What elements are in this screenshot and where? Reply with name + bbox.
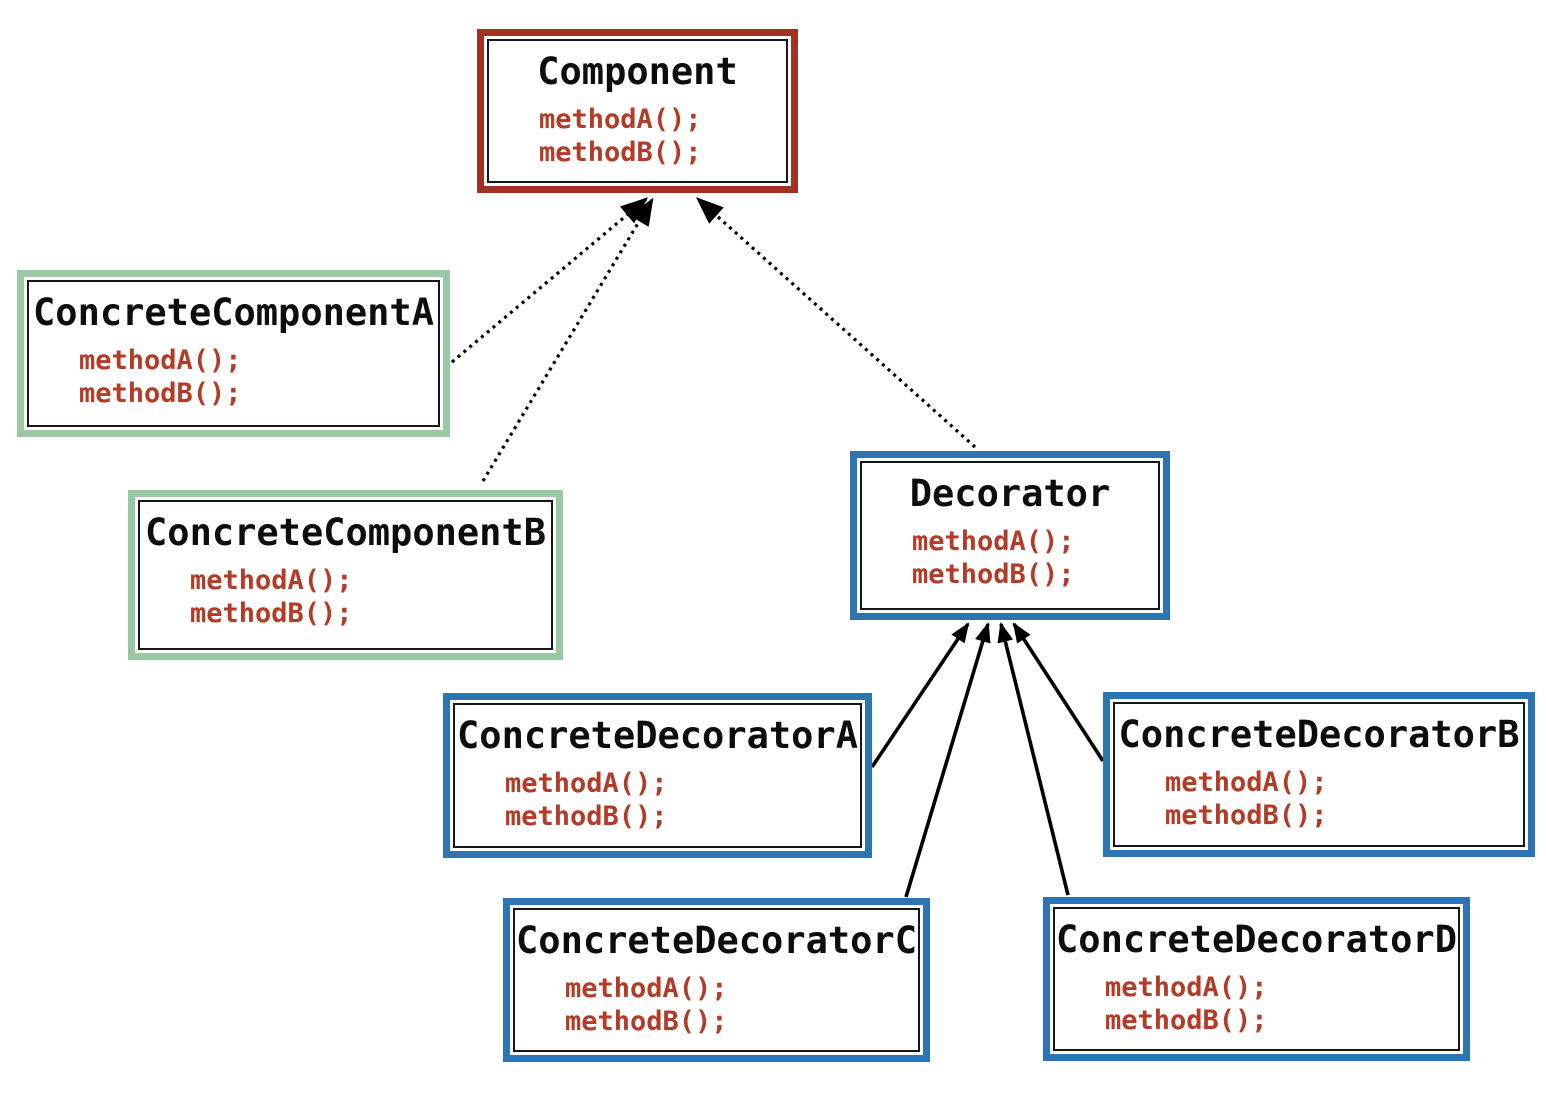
class-box-concrete-decorator-a: ConcreteDecoratorA methodA();methodB(); <box>443 693 872 858</box>
class-box-concrete-decorator-d: ConcreteDecoratorD methodA();methodB(); <box>1043 897 1470 1061</box>
inheritance-arrow-concrete-decorator-b-to-decorator <box>1012 622 1105 762</box>
class-method-list: methodA();methodB(); <box>1115 766 1523 832</box>
class-box-inner-frame: ConcreteDecoratorA methodA();methodB(); <box>453 703 862 848</box>
inheritance-arrow-concrete-decorator-d-to-decorator <box>997 622 1070 896</box>
method-line: methodB(); <box>539 137 702 168</box>
class-box-component: Component methodA();methodB(); <box>477 29 798 193</box>
inheritance-arrow-concrete-decorator-a-to-decorator <box>870 622 970 769</box>
class-method-list: methodA();methodB(); <box>1055 971 1458 1037</box>
class-box-concrete-decorator-c: ConcreteDecoratorC methodA();methodB(); <box>503 898 930 1062</box>
class-box-inner-frame: Component methodA();methodB(); <box>487 39 788 183</box>
class-method-list: methodA();methodB(); <box>515 972 918 1038</box>
method-line: methodB(); <box>505 801 668 832</box>
class-title: ConcreteDecoratorC <box>516 919 917 962</box>
class-title: ConcreteDecoratorB <box>1118 713 1520 756</box>
inheritance-arrow-concrete-component-a-to-component <box>450 197 649 364</box>
class-title: ConcreteDecoratorA <box>457 714 858 757</box>
class-box-concrete-decorator-b: ConcreteDecoratorB methodA();methodB(); <box>1103 692 1535 857</box>
class-method-list: methodA();methodB(); <box>489 103 786 169</box>
method-line: methodA(); <box>539 104 702 135</box>
method-line: methodA(); <box>1105 972 1268 1003</box>
method-line: methodB(); <box>565 1006 728 1037</box>
method-line: methodA(); <box>1165 767 1328 798</box>
class-box-inner-frame: ConcreteDecoratorD methodA();methodB(); <box>1053 907 1460 1051</box>
class-box-decorator: Decorator methodA();methodB(); <box>850 451 1170 620</box>
method-line: methodB(); <box>79 378 242 409</box>
method-line: methodA(); <box>79 345 242 376</box>
class-box-inner-frame: ConcreteDecoratorC methodA();methodB(); <box>513 908 920 1052</box>
method-line: methodA(); <box>505 768 668 799</box>
class-box-inner-frame: ConcreteComponentA methodA();methodB(); <box>27 280 440 427</box>
method-line: methodA(); <box>565 973 728 1004</box>
class-title: ConcreteDecoratorD <box>1056 918 1457 961</box>
class-method-list: methodA();methodB(); <box>29 344 438 410</box>
class-method-list: methodA();methodB(); <box>455 767 860 833</box>
class-box-inner-frame: Decorator methodA();methodB(); <box>860 461 1160 610</box>
method-line: methodA(); <box>190 565 353 596</box>
method-line: methodB(); <box>912 559 1075 590</box>
method-line: methodB(); <box>1105 1005 1268 1036</box>
inheritance-arrow-decorator-to-component <box>695 197 977 449</box>
class-title: Component <box>537 50 738 93</box>
class-box-inner-frame: ConcreteComponentB methodA();methodB(); <box>138 500 553 650</box>
inheritance-arrow-concrete-decorator-c-to-decorator <box>904 622 991 898</box>
class-box-concrete-component-b: ConcreteComponentB methodA();methodB(); <box>128 490 563 660</box>
class-box-concrete-component-a: ConcreteComponentA methodA();methodB(); <box>17 270 450 437</box>
class-title: Decorator <box>909 472 1111 515</box>
method-line: methodA(); <box>912 526 1075 557</box>
class-method-list: methodA();methodB(); <box>140 564 551 630</box>
class-title: ConcreteComponentB <box>145 511 546 554</box>
method-line: methodB(); <box>190 598 353 629</box>
method-line: methodB(); <box>1165 800 1328 831</box>
inheritance-arrow-concrete-component-b-to-component <box>481 197 654 482</box>
class-title: ConcreteComponentA <box>33 291 434 334</box>
class-box-inner-frame: ConcreteDecoratorB methodA();methodB(); <box>1113 702 1525 847</box>
class-method-list: methodA();methodB(); <box>862 525 1158 591</box>
